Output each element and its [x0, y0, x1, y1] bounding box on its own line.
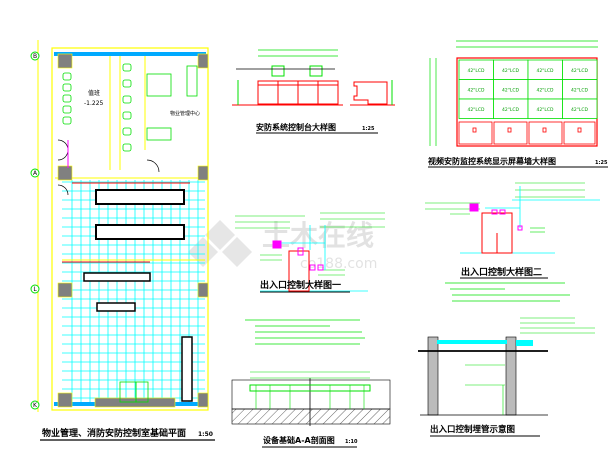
- room-label-center: 物业管理中心: [170, 110, 200, 117]
- notes-2: [445, 282, 570, 302]
- screen-label: 42"LCD: [468, 107, 485, 113]
- axis-bubbles: B A L K: [30, 51, 40, 410]
- screen-label: 42"LCD: [468, 88, 485, 94]
- svg-text:K: K: [33, 402, 38, 409]
- access-control-detail-2: [425, 182, 600, 254]
- video-wall-scale: 1:25: [595, 160, 608, 166]
- floor-plan-title: 物业管理、消防安防控制室基础平面: [42, 427, 186, 439]
- screen-label: 42"LCD: [502, 68, 519, 74]
- svg-text:L: L: [33, 286, 37, 293]
- access-control-detail-1: [235, 212, 385, 292]
- access-control-2-title: 出入口控制大样图二: [461, 266, 542, 278]
- video-wall-title: 视频安防监控系统显示屏幕墙大样图: [428, 156, 556, 166]
- foundation-section-title: 设备基础A-A剖面图: [263, 435, 335, 445]
- console-detail-title: 安防系统控制台大样图: [256, 122, 336, 132]
- watermark-url: co188.com: [300, 256, 377, 272]
- screen-label: 42"LCD: [571, 68, 588, 74]
- axis-bubble: K: [30, 400, 40, 410]
- conduit-diagram-title: 出入口控制埋管示意图: [430, 424, 515, 435]
- foundation-section-scale: 1:10: [345, 439, 358, 445]
- chairs: [62, 63, 198, 403]
- screen-label: 42"LCD: [571, 107, 588, 113]
- console-detail: [232, 49, 395, 106]
- screen-label: 42"LCD: [502, 107, 519, 113]
- room-level: -1.225: [84, 100, 104, 107]
- console-detail-scale: 1:25: [362, 126, 375, 132]
- screen-label: 42"LCD: [537, 88, 554, 94]
- svg-text:B: B: [33, 53, 37, 60]
- notes-1: [245, 319, 365, 345]
- axis-bubble: A: [30, 168, 40, 178]
- video-wall-detail: 42"LCD 42"LCD 42"LCD 42"LCD 42"LCD 42"LCD 42"L…: [429, 40, 598, 147]
- access-control-1-title: 出入口控制大样图一: [260, 279, 341, 291]
- floor-plan-scale: 1:50: [198, 431, 213, 438]
- screen-label: 42"LCD: [502, 88, 519, 94]
- cabinets: [458, 121, 596, 145]
- display-screen: [562, 98, 598, 119]
- screen-label: 42"LCD: [537, 68, 554, 74]
- axis-bubble: L: [30, 284, 40, 294]
- axis-bubble: B: [30, 51, 40, 61]
- screen-label: 42"LCD: [571, 88, 588, 94]
- screen-label: 42"LCD: [468, 68, 485, 74]
- floor-plan: B A L K 值班 -1.225 物业管理中心: [30, 40, 209, 412]
- svg-text:A: A: [33, 170, 38, 177]
- room-label-duty: 值班: [88, 89, 100, 97]
- screen-label: 42"LCD: [537, 107, 554, 113]
- conduit-diagram: [418, 317, 595, 416]
- structural-columns: [57, 53, 209, 408]
- console-benches: [62, 182, 193, 402]
- foundation-section: [231, 371, 391, 426]
